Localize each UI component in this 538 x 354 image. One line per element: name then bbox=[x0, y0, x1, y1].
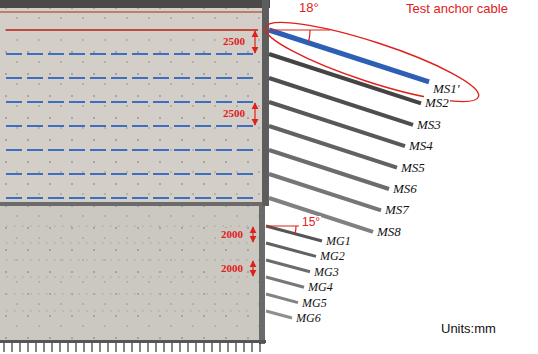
anchor-levels bbox=[6, 30, 258, 311]
lower-block bbox=[0, 205, 262, 342]
dimension-label: 2000 bbox=[220, 262, 244, 274]
angle-label: 18° bbox=[298, 1, 320, 15]
top-line bbox=[0, 11, 262, 13]
angle-arc bbox=[295, 226, 296, 234]
anchor-label: MG5 bbox=[301, 297, 328, 310]
anchor-label: MS7 bbox=[384, 203, 410, 217]
dimension-arrow bbox=[254, 31, 255, 53]
anchor-label: MG1 bbox=[325, 235, 352, 248]
lower-texture bbox=[0, 205, 262, 342]
dimension-arrow bbox=[252, 227, 253, 242]
anchor-label: MG2 bbox=[319, 250, 346, 263]
dimension-label: 2500 bbox=[222, 35, 246, 47]
upper-block bbox=[0, 0, 264, 205]
dimension-label: 2000 bbox=[220, 228, 244, 240]
highlight-ellipse bbox=[259, 8, 484, 115]
anchor-label: MS2 bbox=[424, 96, 450, 110]
base-line bbox=[0, 340, 266, 343]
anchor-label: MG3 bbox=[313, 266, 340, 279]
lower-wall bbox=[259, 206, 265, 344]
anchor-label: MS1' bbox=[432, 82, 461, 96]
dimension-arrow bbox=[252, 261, 253, 276]
units-note: Units:mm bbox=[440, 322, 497, 336]
dimension-label: 2500 bbox=[222, 107, 246, 119]
bench-line bbox=[0, 202, 268, 206]
base-ticks bbox=[4, 343, 260, 352]
angle-reference bbox=[266, 225, 299, 226]
angle-label: 15° bbox=[301, 216, 321, 229]
upper-texture bbox=[0, 0, 264, 205]
callout-text: Test anchor cable bbox=[405, 2, 509, 16]
angle-arc bbox=[308, 30, 310, 43]
top-cap bbox=[0, 0, 270, 8]
anchor-label: MS3 bbox=[416, 118, 442, 132]
anchor-label: MG6 bbox=[295, 312, 322, 325]
anchor-label: MG4 bbox=[307, 281, 334, 294]
anchor-label: MS8 bbox=[376, 225, 402, 239]
anchor-label: MS6 bbox=[392, 182, 418, 196]
anchor-label: MS4 bbox=[408, 139, 434, 153]
dimension-arrow bbox=[254, 103, 255, 125]
angle-reference bbox=[269, 29, 330, 30]
anchor-label: MS5 bbox=[400, 161, 426, 175]
anchors bbox=[266, 30, 429, 318]
